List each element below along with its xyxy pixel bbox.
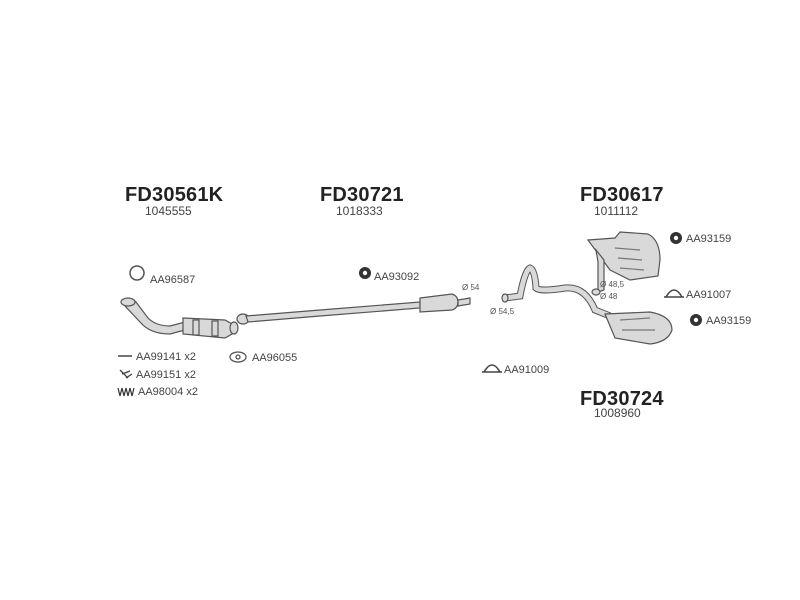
rear-box-silencer	[586, 231, 661, 296]
accessory-label-hanger-top: AA93159	[686, 233, 732, 245]
accessory-label-clamp-top: AA91007	[686, 289, 732, 301]
ring-gasket-icon	[129, 265, 145, 281]
rubber-hanger-icon	[690, 314, 702, 326]
accessory-label-ring-gasket: AA96587	[150, 274, 196, 286]
assembly-ref-rear-pipe: 1008960	[594, 406, 641, 420]
accessory-label-hanger-centre: AA93092	[374, 271, 420, 283]
front-pipe-catalyst	[120, 297, 239, 339]
dimension-label: Ø 54,5	[490, 307, 515, 316]
assembly-ref-rear-silencer: 1011112	[594, 204, 639, 218]
accessory-label-clamp-rear: AA91009	[504, 364, 550, 376]
clamp-icon	[664, 289, 684, 298]
accessory-label-hanger-bottom: AA93159	[706, 315, 752, 327]
spring-icon	[117, 387, 135, 397]
rubber-hanger-icon	[359, 267, 371, 279]
assembly-title-rear-pipe: FD30724	[580, 388, 664, 410]
rear-pipe-silencer	[501, 264, 673, 345]
accessory-label-spring-bolt: AA99151 x2	[136, 369, 196, 381]
assembly-ref-front-pipe: 1045555	[145, 204, 192, 218]
clamp-icon	[482, 364, 502, 373]
spring-bolt-icon	[119, 369, 133, 379]
assembly-title-rear-silencer: FD30617	[580, 184, 664, 206]
assembly-title-front-pipe: FD30561K	[125, 184, 224, 206]
assembly-title-centre-silencer: FD30721	[320, 184, 404, 206]
centre-pipe-silencer	[236, 293, 471, 325]
dimension-label: Ø 48	[600, 292, 618, 301]
accessory-label-bolt: AA99141 x2	[136, 351, 196, 363]
assembly-ref-centre-silencer: 1018333	[336, 204, 383, 218]
rubber-hanger-icon	[670, 232, 682, 244]
accessory-label-flange-gasket: AA96055	[252, 352, 298, 364]
flange-gasket-icon	[229, 351, 247, 363]
dimension-label: Ø 48,5	[600, 280, 625, 289]
accessory-label-spring: AA98004 x2	[138, 386, 198, 398]
dimension-label: Ø 54	[462, 283, 480, 292]
